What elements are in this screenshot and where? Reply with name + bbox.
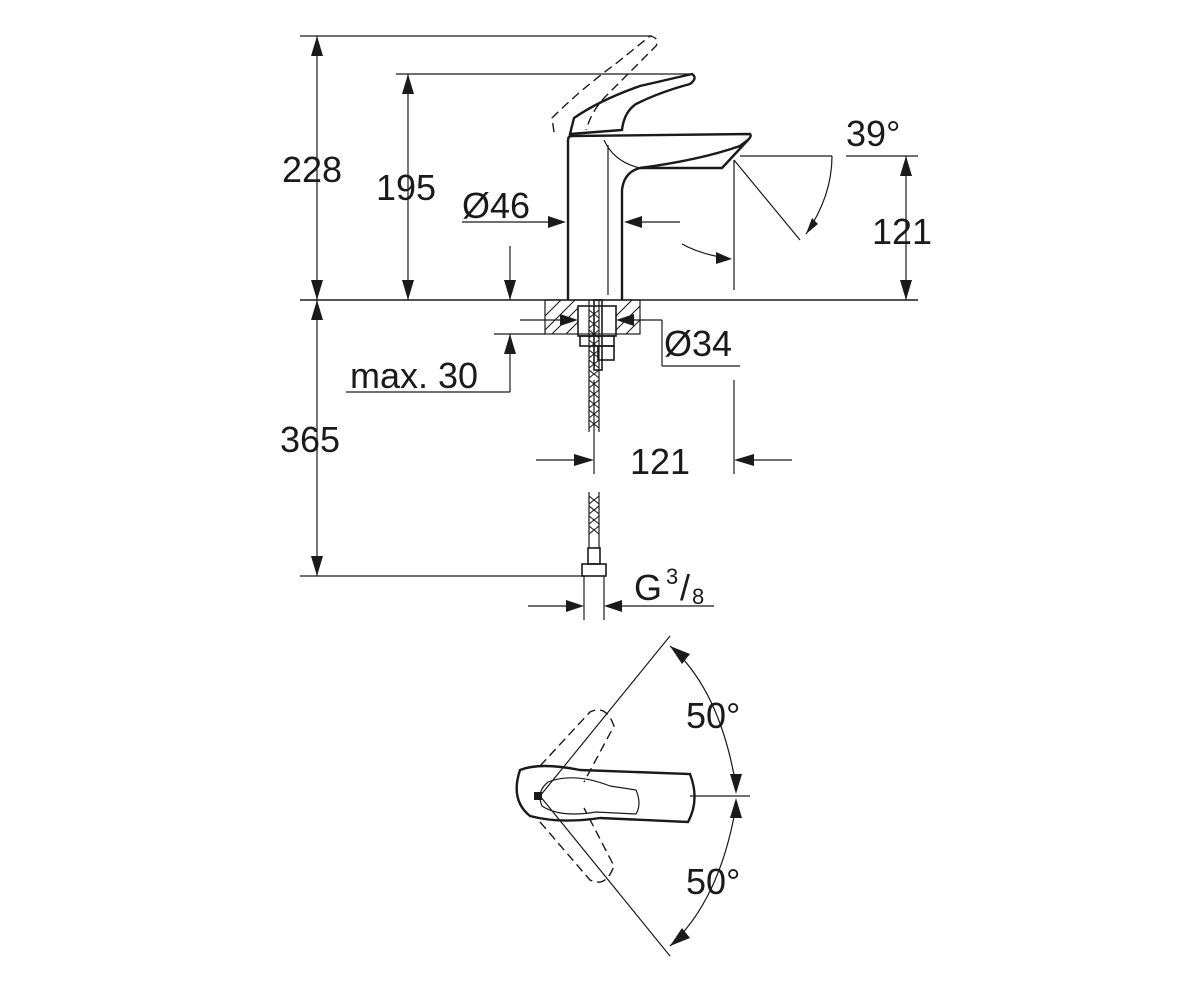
faucet-body xyxy=(566,132,752,300)
lever-raised-position xyxy=(551,35,658,133)
spout-flow-line xyxy=(733,159,801,241)
spout-inner-curve xyxy=(603,139,641,169)
g38-arrow-left xyxy=(566,600,584,612)
dim-121h-arrow-bottom xyxy=(900,280,912,300)
dim-max30-arrow-top xyxy=(504,280,516,300)
label-39deg: 39° xyxy=(846,113,900,154)
spout-outlet xyxy=(640,139,749,170)
label-121-height: 121 xyxy=(872,211,932,252)
d46-arrow-right xyxy=(624,216,642,228)
label-365: 365 xyxy=(280,419,340,460)
label-121-reach: 121 xyxy=(630,441,690,482)
d46-arrow-left xyxy=(548,216,566,228)
dim-121h-arrow-top xyxy=(900,156,912,176)
label-max30: max. 30 xyxy=(350,355,478,396)
deck-section xyxy=(544,299,641,335)
label-d46: Ø46 xyxy=(462,185,530,226)
flex-hose-lower xyxy=(588,492,600,548)
hose-connector-nut xyxy=(581,563,607,577)
dim-365-arrow-top xyxy=(311,300,323,320)
lever-indicator xyxy=(534,792,542,800)
ray-lower xyxy=(539,795,671,957)
dim-195-arrow-bottom xyxy=(402,280,414,300)
threaded-rod xyxy=(593,299,603,371)
arc-lower-arrow-b xyxy=(670,928,690,946)
label-g-num: 3 xyxy=(666,564,678,589)
label-g-slash: / xyxy=(680,567,690,608)
dim-max30-arrow-bottom xyxy=(504,334,516,354)
lever-top-rotated-right xyxy=(539,807,615,883)
arc-lower-arrow-a xyxy=(730,798,742,818)
d34-arrow-left xyxy=(560,314,578,326)
label-195: 195 xyxy=(376,167,436,208)
angle-arrow-39 xyxy=(806,218,818,234)
lever-top-inner xyxy=(539,777,640,815)
label-50deg-lower: 50° xyxy=(686,861,740,902)
dim-121r-arrow-right xyxy=(734,454,754,466)
angle-arc-39 xyxy=(805,155,833,235)
dim-365-arrow-bottom xyxy=(311,556,323,576)
flex-hose-upper xyxy=(588,300,600,432)
top-view xyxy=(515,635,750,957)
dim-195-arrow-top xyxy=(402,74,414,94)
arc-upper-arrow-a xyxy=(670,646,690,664)
reach-arc-arrow xyxy=(716,252,732,264)
label-228: 228 xyxy=(282,149,342,190)
label-g-den: 8 xyxy=(692,584,704,609)
label-d34: Ø34 xyxy=(664,323,732,364)
dim-228-arrow-top xyxy=(311,36,323,56)
g38-arrow-right xyxy=(604,600,622,612)
hose-crimp xyxy=(587,547,601,565)
arc-upper-arrow-b xyxy=(730,774,742,794)
lever-top-solid xyxy=(515,764,696,824)
lever-handle xyxy=(568,72,696,136)
label-g: G xyxy=(634,567,662,608)
dim-121r-arrow-left xyxy=(574,454,594,466)
lever-top-rotated-left xyxy=(539,709,615,783)
side-view xyxy=(300,35,918,620)
d34-arrow-right xyxy=(616,314,634,326)
dim-228-arrow-bottom xyxy=(311,280,323,300)
lock-nut xyxy=(597,345,615,361)
ray-upper xyxy=(539,635,671,797)
label-50deg-upper: 50° xyxy=(686,695,740,736)
